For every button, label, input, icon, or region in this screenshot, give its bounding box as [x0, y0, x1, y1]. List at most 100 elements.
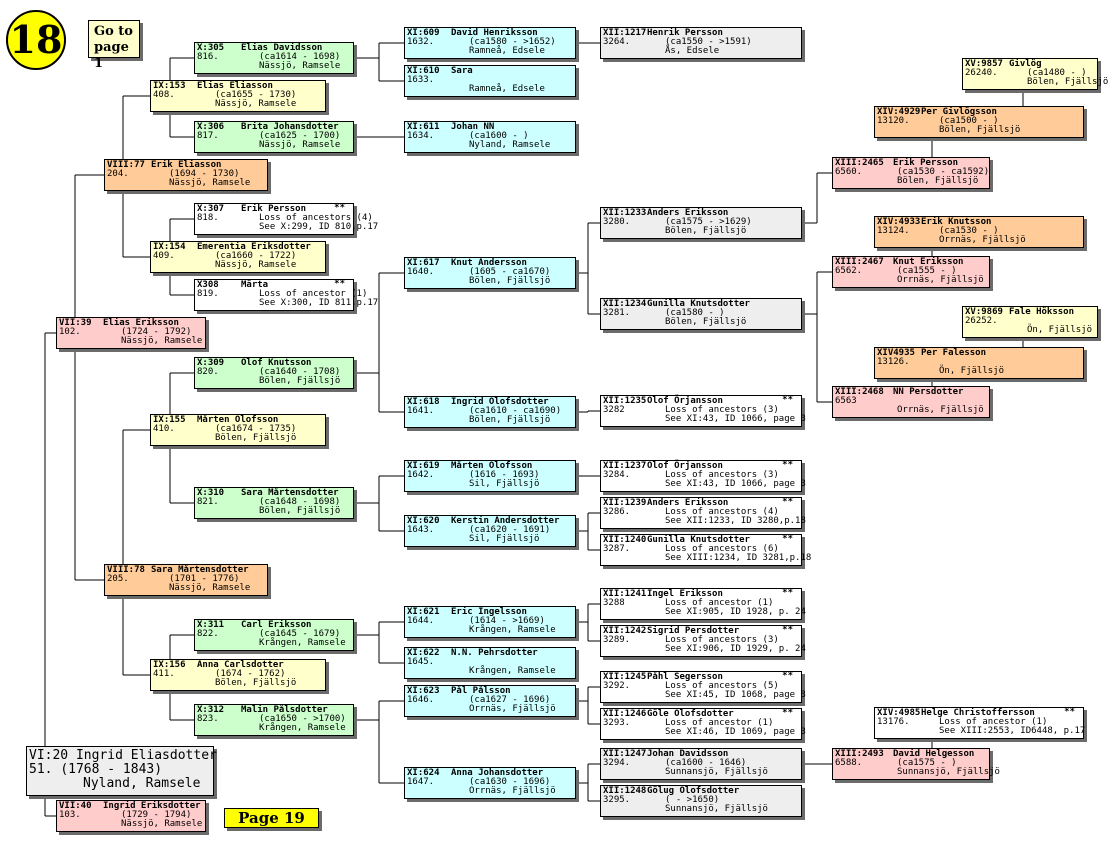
- generation-label: XIV:4985: [877, 708, 921, 718]
- person-name: Brita Johansdotter: [241, 122, 339, 132]
- life-dates: ( - >1650): [665, 795, 720, 805]
- go-to-page-1-button[interactable]: Go to page 1: [88, 20, 140, 71]
- place: See XI:906, ID 1929, p. 24: [665, 644, 806, 654]
- ancestor-number: 1646.: [407, 695, 435, 705]
- person-name: Ingel Eriksson: [647, 589, 723, 599]
- place: See XIII:2553, ID6448, p.17: [939, 726, 1086, 736]
- generation-label: IX:155: [153, 415, 186, 425]
- main-person-place-row: Nyland, Ramsele: [83, 777, 200, 791]
- person-name: Per Falesson: [921, 348, 987, 358]
- ancestor-number: 823.: [197, 714, 219, 724]
- generation-label: VI:20: [29, 748, 69, 763]
- life-dates: Loss of ancestors (5): [665, 681, 779, 691]
- ancestor-number: 3281.: [603, 308, 631, 318]
- person-name: Henrik Persson: [647, 28, 723, 38]
- place: See X:299, ID 810,p.17: [259, 222, 379, 232]
- person-name: NN Persdotter: [893, 387, 964, 397]
- ancestor-number: 3294.: [603, 758, 631, 768]
- generation-label: X:312: [197, 705, 225, 715]
- generation-label: XIV4935: [877, 348, 915, 358]
- place: Bölen, Fjällsjö: [215, 433, 297, 443]
- person-name: Anders Eriksson: [647, 498, 729, 508]
- life-dates: (ca1480 - ): [1027, 68, 1087, 78]
- generation-label: XII:1248: [603, 786, 647, 796]
- generation-label: X:307: [197, 204, 225, 214]
- loss-of-ancestors-marker: **: [782, 625, 793, 635]
- main-person-header: VI:20 Ingrid Eliasdotter: [29, 749, 217, 763]
- generation-label: XIV:4929: [877, 107, 921, 117]
- life-dates: (1674 - 1762): [215, 669, 286, 679]
- ancestor-number: 411.: [153, 669, 175, 679]
- place: Bölen, Fjällsjö: [469, 415, 551, 425]
- life-dates: Loss of ancestors (3): [665, 405, 779, 415]
- life-dates: Loss of ancestors (6): [665, 544, 779, 554]
- page-19-link[interactable]: Page 19: [224, 808, 319, 828]
- ancestor-number: 204.: [107, 169, 129, 179]
- ancestor-number: 3287.: [603, 544, 631, 554]
- generation-label: XII:1233: [603, 208, 647, 218]
- life-dates: (ca1575 - ): [897, 758, 957, 768]
- ancestor-number: 3295.: [603, 795, 631, 805]
- person-name: Sara: [451, 66, 473, 76]
- generation-label: XI:617: [407, 258, 440, 268]
- place: Orrnäs, Fjällsjö: [939, 235, 1026, 245]
- place: Ås, Edsele: [665, 46, 720, 56]
- life-dates: Loss of ancestors (3): [665, 635, 779, 645]
- person-name: Gunilla Knutsdotter: [647, 535, 750, 545]
- place: Nässjö, Ramsele: [169, 583, 251, 593]
- ancestor-number: 103.: [59, 810, 81, 820]
- generation-label: VII:40: [59, 801, 92, 811]
